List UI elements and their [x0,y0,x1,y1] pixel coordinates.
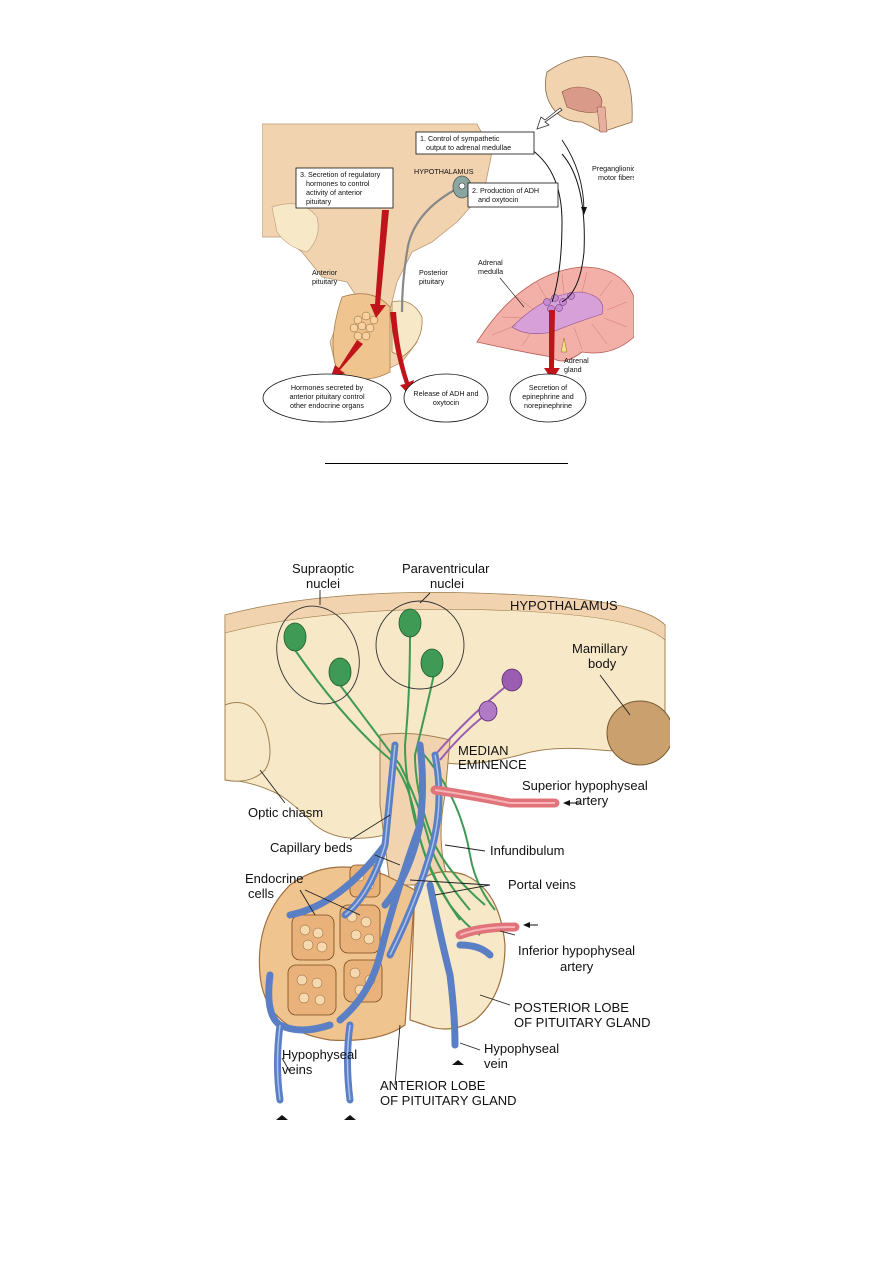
oval-epi-line-2: epinephrine and [522,392,574,401]
anterior-pituitary-label-2: pituitary [312,277,338,286]
separator-line [325,463,568,464]
box-1-sympathetic: 1. Control of sympathetic output to adre… [415,131,535,155]
posterior-pituitary-label-1: Posterior [419,268,448,277]
label-anterior-lobe-2: OF PITUITARY GLAND [380,1093,517,1108]
mamillary-body-shape [606,700,670,766]
label-hypophyseal-vein-1: Hypophyseal [484,1041,559,1056]
hypothalamus-cortex [224,592,666,641]
label-anterior-lobe-1: ANTERIOR LOBE [380,1078,486,1093]
label-portal-veins: Portal veins [508,877,576,892]
box-1-line-1: 1. Control of sympathetic [420,134,500,143]
optic-chiasm-shape [271,203,319,253]
oval-hormones-line-1: Hormones secreted by [291,383,364,392]
oval-adh-line-1: Release of ADH and [413,389,478,398]
box-2-line-1: 2. Production of ADH [472,186,539,195]
label-posterior-lobe-2: OF PITUITARY GLAND [514,1015,651,1030]
label-mamillary-1: Mamillary [572,641,628,656]
adrenal-medulla-label-1: Adrenal [478,258,503,267]
box-1-line-2: output to adrenal medullae [426,143,511,152]
oval-hormones: Hormones secreted by anterior pituitary … [262,373,392,423]
hypothalamus-functions-figure: 1. Control of sympathetic output to adre… [262,56,634,423]
label-hypophyseal-veins-1: Hypophyseal [282,1047,357,1062]
oval-epi-line-1: Secretion of [529,383,567,392]
box-3-line-3: activity of anterior [306,188,363,197]
oval-epinephrine: Secretion of epinephrine and norepinephr… [509,373,587,423]
box-3-line-1: 3. Secretion of regulatory [300,170,381,179]
label-endocrine-cells-1: Endocrine [245,871,304,886]
preganglionic-label-2: motor fibers [598,173,634,182]
sympathetic-fiber-1 [531,149,563,303]
label-optic-chiasm: Optic chiasm [248,805,323,820]
label-median-eminence-1: MEDIAN [458,743,509,758]
optic-chiasm-bottom [224,702,271,782]
oval-hormones-line-2: anterior pituitary control [289,392,365,401]
red-arrows [330,210,560,396]
neuron-bodies-green [283,608,444,687]
adrenal-gland-label-2: gland [564,365,582,374]
posterior-pituitary-label-2: pituitary [419,277,445,286]
label-posterior-lobe-1: POSTERIOR LOBE [514,1000,629,1015]
label-hypophyseal-veins-2: veins [282,1062,313,1077]
box-2-adh: 2. Production of ADH and oxytocin [467,182,559,208]
label-hypophyseal-vein-2: vein [484,1056,508,1071]
label-paraventricular-1: Paraventricular [402,561,490,576]
adrenal-gland-label-1: Adrenal [564,356,589,365]
paraventricular-outline [375,600,465,690]
oval-epi-line-3: norepinephrine [524,401,572,410]
preganglionic-arrow [561,139,585,213]
oval-adh-release: Release of ADH and oxytocin [403,373,489,423]
leader-lines [259,590,631,1086]
box-3-regulatory: 3. Secretion of regulatory hormones to c… [295,167,394,209]
label-inferior-artery-2: artery [560,959,594,974]
label-paraventricular-2: nuclei [430,576,464,591]
adrenal-cortex-striations [491,271,628,350]
label-capillary-beds: Capillary beds [270,840,353,855]
hypothalamic-neurons-purple [434,668,523,761]
oval-hormones-line-3: other endocrine organs [290,401,364,410]
label-infundibulum: Infundibulum [490,843,564,858]
label-mamillary-2: body [588,656,617,671]
label-superior-artery-2: artery [575,793,609,808]
box-3-line-4: pituitary [306,197,332,206]
oval-adh-line-2: oxytocin [433,398,459,407]
pituitary-anatomy-figure: Supraoptic nuclei Paraventricular nuclei… [224,561,670,1120]
label-inferior-artery-1: Inferior hypophyseal [518,943,635,958]
box-3-line-2: hormones to control [306,179,370,188]
label-supraoptic-1: Supraoptic [292,561,355,576]
hypothalamic-axon [400,186,461,313]
brain-thumbnail [544,56,633,133]
label-superior-artery-1: Superior hypophyseal [522,778,648,793]
box-2-line-2: and oxytocin [478,195,518,204]
callout-arrow [536,107,563,130]
anterior-pituitary-cells [349,311,379,341]
preganglionic-label-1: Preganglionic [592,164,634,173]
label-endocrine-cells-2: cells [248,886,275,901]
label-median-eminence-2: EMINENCE [458,757,527,772]
anterior-pituitary-label-1: Anterior [312,268,338,277]
label-hypothalamus: HYPOTHALAMUS [510,598,618,613]
supraoptic-outline [276,605,360,705]
portal-vessel-highlights [276,744,440,1101]
top-hypothalamus-label: HYPOTHALAMUS [414,167,474,176]
adrenal-vessel [560,337,568,353]
adrenal-medulla-label-2: medulla [478,267,503,276]
sympathetic-fiber-2 [561,153,585,303]
label-supraoptic-2: nuclei [306,576,340,591]
